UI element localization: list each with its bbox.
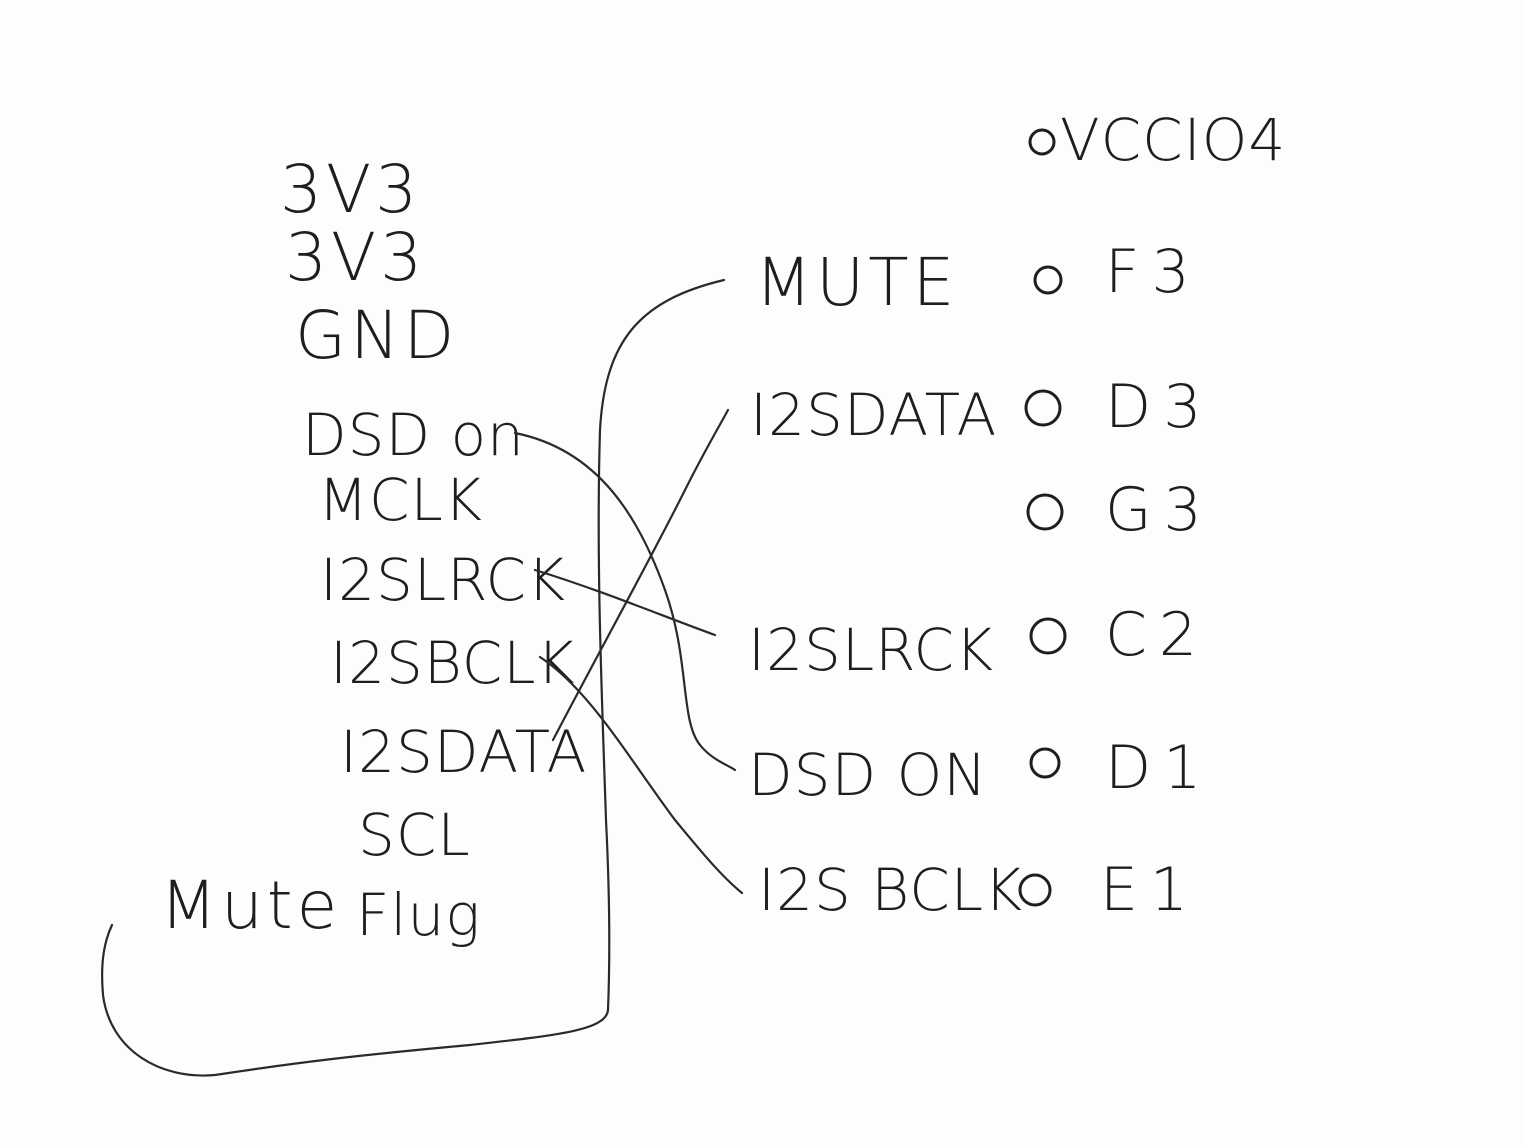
pad-vccio4 [1028,128,1056,156]
pad-c2 [1029,617,1067,655]
left-label-i2slrck: I2SLRCK [320,546,566,614]
wires [101,278,744,1077]
wire-i2sbclk [538,655,744,895]
pad-e1 [1018,873,1052,907]
pin-label-d3: D3 [1105,372,1213,442]
signal-label-dsd-on: DSD ON [748,741,988,809]
pin-label-d1: D1 [1105,733,1213,803]
pin-label-e1: E1 [1100,855,1200,925]
left-label-i2sdata: I2SDATA [340,718,587,786]
pad-d3 [1024,389,1062,427]
mute-note: Mute [160,867,341,944]
wire-i2slrck [533,568,717,637]
pin-label-vccio4: VCCIO4 [1060,106,1286,174]
left-label-flug: Flug [356,881,481,949]
pad-d1 [1029,747,1061,779]
wire-mute [101,278,726,1077]
left-label-3v3-a: 3V3 [280,151,421,228]
signal-label-mute: MUTE [755,244,958,321]
left-header: 3V3 3V3 GND DSD on MCLK I2SLRCK I2SBCLK … [280,151,587,949]
pin-label-g3: G3 [1105,475,1214,545]
pad-f3 [1033,265,1063,295]
wire-i2sdata [551,408,730,742]
left-label-mclk: MCLK [318,466,483,534]
wire-dsd-on [513,431,737,772]
pin-label-f3: F3 [1105,237,1202,307]
pin-label-c2: C2 [1105,600,1209,670]
left-label-dsd-on: DSD on [302,401,525,469]
left-label-i2sbclk: I2SBCLK [330,629,576,697]
left-label-3v3-b: 3V3 [285,219,426,296]
signal-label-i2s-bclk: I2S BCLK [758,856,1023,924]
signal-label-i2slrck: I2SLRCK [748,616,994,684]
left-label-gnd: GND [295,297,458,374]
signal-label-i2sdata: I2SDATA [750,381,997,449]
pad-g3 [1026,493,1064,531]
right-header: VCCIO4 MUTE F3 I2SDATA D3 G3 I2SLRCK C2 … [748,106,1286,925]
left-label-scl: SCL [358,801,471,869]
